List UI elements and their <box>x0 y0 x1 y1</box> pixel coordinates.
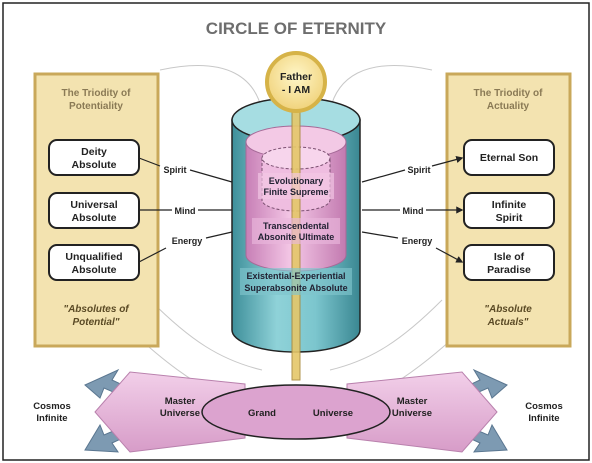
left-panel-caption-line2: Potential" <box>73 317 120 328</box>
diagram-title: CIRCLE OF ETERNITY <box>206 19 387 38</box>
father-line1: Father <box>280 71 312 83</box>
right-panel-caption-line2: Actuals" <box>487 317 529 328</box>
right-triodity-panel: The Triodity of Actuality Eternal Son In… <box>445 72 572 348</box>
cosmos-infinite-right-line1: Cosmos <box>525 401 562 412</box>
existential-experiential-line1: Existential-Experiential <box>246 271 345 281</box>
right-energy-label: Energy <box>402 236 433 246</box>
evolutionary-finite-supreme-line1: Evolutionary <box>269 176 324 186</box>
left-mind-label: Mind <box>175 206 196 216</box>
right-spirit-label: Spirit <box>407 165 430 175</box>
left-spirit-label: Spirit <box>163 165 186 175</box>
right-panel-title-line1: The Triodity of <box>474 88 544 99</box>
left-connectors <box>138 157 233 263</box>
svg-text:Absolute: Absolute <box>72 264 117 276</box>
svg-text:Eternal Son: Eternal Son <box>480 152 538 164</box>
father-i-am-circle: Father - I AM <box>265 51 327 113</box>
superabsonite-absolute-line2: Superabsonite Absolute <box>244 283 347 293</box>
left-panel-title-line1: The Triodity of <box>62 88 132 99</box>
evolutionary-finite-supreme-line2: Finite Supreme <box>263 187 328 197</box>
svg-text:Absolute: Absolute <box>72 159 117 171</box>
cosmos-infinite-left-line2: Infinite <box>36 413 67 424</box>
eternal-son-box: Eternal Son <box>463 139 555 176</box>
master-universe-left-line2: Universe <box>160 408 200 419</box>
svg-text:Deity: Deity <box>81 146 107 158</box>
father-line2: - I AM <box>282 84 310 96</box>
right-panel-caption-line1: "Absolute <box>484 304 532 315</box>
cosmos-infinite-left-line1: Cosmos <box>33 401 70 412</box>
svg-text:Unqualified: Unqualified <box>65 251 122 263</box>
svg-text:Infinite: Infinite <box>492 199 527 211</box>
svg-text:Absolute: Absolute <box>72 212 117 224</box>
left-panel-title-line2: Potentiality <box>69 101 123 112</box>
svg-text:Spirit: Spirit <box>496 212 523 224</box>
transcendental-absonite-ultimate-line2: Absonite Ultimate <box>258 232 335 242</box>
svg-text:Universal: Universal <box>70 199 117 211</box>
master-universe-right-line1: Master <box>397 396 428 407</box>
infinite-spirit-box: Infinite Spirit <box>463 192 555 229</box>
universal-absolute-box: Universal Absolute <box>48 192 140 229</box>
svg-text:Paradise: Paradise <box>487 264 531 276</box>
transcendental-absonite-ultimate-line1: Transcendental <box>263 221 329 231</box>
master-universe-left-line1: Master <box>165 396 196 407</box>
right-mind-label: Mind <box>403 206 424 216</box>
deity-absolute-box: Deity Absolute <box>48 139 140 176</box>
grand-label: Grand <box>248 408 276 419</box>
universe-label: Universe <box>313 408 353 419</box>
cosmos-infinite-right-line2: Infinite <box>528 413 559 424</box>
grand-universe-ellipse <box>201 384 391 440</box>
central-axis <box>291 109 301 381</box>
isle-of-paradise-box: Isle of Paradise <box>463 244 555 281</box>
right-panel-title-line2: Actuality <box>487 101 530 112</box>
svg-text:Isle of: Isle of <box>494 251 525 263</box>
master-universe-right-line2: Universe <box>392 408 432 419</box>
left-panel-caption-line1: "Absolutes of <box>63 304 130 315</box>
left-energy-label: Energy <box>172 236 203 246</box>
unqualified-absolute-box: Unqualified Absolute <box>48 244 140 281</box>
right-connectors <box>361 156 464 263</box>
